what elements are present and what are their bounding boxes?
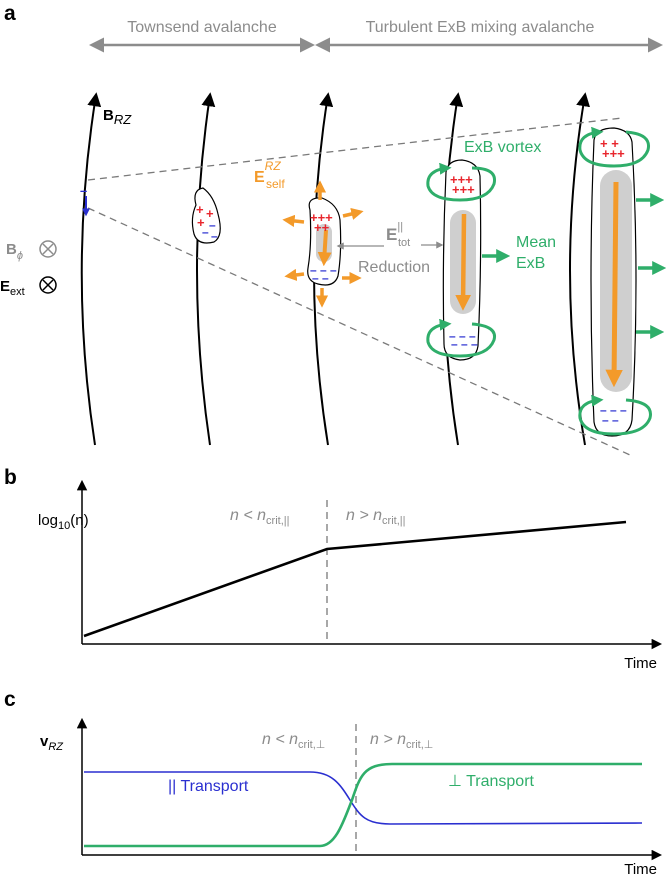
mean-exb-label-2: ExB [516, 255, 545, 272]
panel-c-right-regime: n > ncrit,⊥ [370, 731, 433, 751]
svg-text:++: ++ [314, 220, 330, 235]
svg-text:– – –: – – – [451, 337, 478, 351]
panel-c-xlabel: Time [624, 861, 657, 877]
panel-c-left-regime: n < ncrit,⊥ [262, 731, 325, 751]
svg-text:+++: +++ [310, 210, 333, 225]
svg-text:–: – [211, 229, 218, 243]
townsend-blob: + + + – – – [191, 187, 221, 244]
perp-transport-label: ⊥ Transport [448, 773, 535, 790]
exb-vortex-label: ExB vortex [464, 139, 541, 156]
panel-a: a Townsend avalanche Turbulent ExB mixin… [0, 2, 666, 456]
reduction-label: Reduction [358, 259, 430, 276]
field-line-2 [196, 92, 216, 446]
self-field-blob: +++ ++ – – – – – [307, 197, 342, 286]
panel-c: c vRZ Time n < ncrit,⊥ n > ncrit,⊥ || Tr… [4, 688, 663, 877]
svg-text:– – –: – – – [600, 403, 627, 417]
svg-text:–: – [202, 225, 209, 239]
panel-c-letter: c [4, 688, 16, 711]
panel-b: b log10(n) Time n < ncrit,|| n > ncrit,|… [4, 466, 663, 672]
svg-text:+++: +++ [450, 172, 473, 187]
b-phi-out-icon [39, 240, 57, 258]
vortex-arrows-blob-4 [426, 162, 511, 358]
self-field-arrows [282, 180, 364, 308]
svg-text:+: + [196, 202, 204, 217]
field-line-1 [80, 92, 102, 446]
svg-text:+++: +++ [602, 146, 625, 161]
panel-b-letter: b [4, 466, 17, 489]
svg-text:– – –: – – – [310, 263, 337, 277]
panel-b-ylabel: log10(n) [38, 512, 89, 532]
large-blob: + + +++ – – – – – [590, 127, 637, 437]
envelope-lower [87, 207, 631, 456]
vortex-arrows-blob-5 [578, 126, 666, 436]
b-phi-label: Bϕ [6, 241, 23, 262]
seed-electron: – [80, 183, 87, 198]
svg-text:– –: – – [312, 271, 329, 285]
panel-b-left-regime: n < ncrit,|| [230, 507, 289, 527]
svg-text:– – –: – – – [449, 329, 476, 343]
e-tot-label: E||tot [386, 221, 410, 249]
svg-text:– –: – – [602, 413, 619, 427]
panel-b-right-regime: n > ncrit,|| [346, 507, 405, 527]
svg-text:+: + [206, 206, 214, 221]
envelope-upper [87, 117, 623, 181]
townsend-phase-label: Townsend avalanche [127, 19, 277, 36]
panel-a-letter: a [4, 2, 16, 25]
e-ext-label: Eext [0, 278, 25, 298]
svg-text:–: – [209, 218, 216, 232]
turbulent-phase-label: Turbulent ExB mixing avalanche [366, 19, 595, 36]
panel-c-ylabel: vRZ [40, 733, 64, 753]
b-rz-label: BRZ [103, 107, 132, 127]
field-line-5 [569, 92, 591, 446]
parallel-transport-label: || Transport [168, 778, 249, 795]
parallel-transport-curve [84, 771, 643, 825]
mean-exb-label-1: Mean [516, 234, 556, 251]
svg-text:+: + [197, 215, 205, 230]
vortex-blob: +++ +++ – – – – – – [442, 159, 482, 361]
panel-b-xlabel: Time [624, 655, 657, 672]
density-growth-curve [83, 520, 627, 638]
perp-transport-curve [84, 762, 642, 848]
svg-text:+++: +++ [452, 182, 475, 197]
e-ext-out-icon [39, 276, 57, 294]
svg-text:+ +: + + [600, 136, 619, 151]
